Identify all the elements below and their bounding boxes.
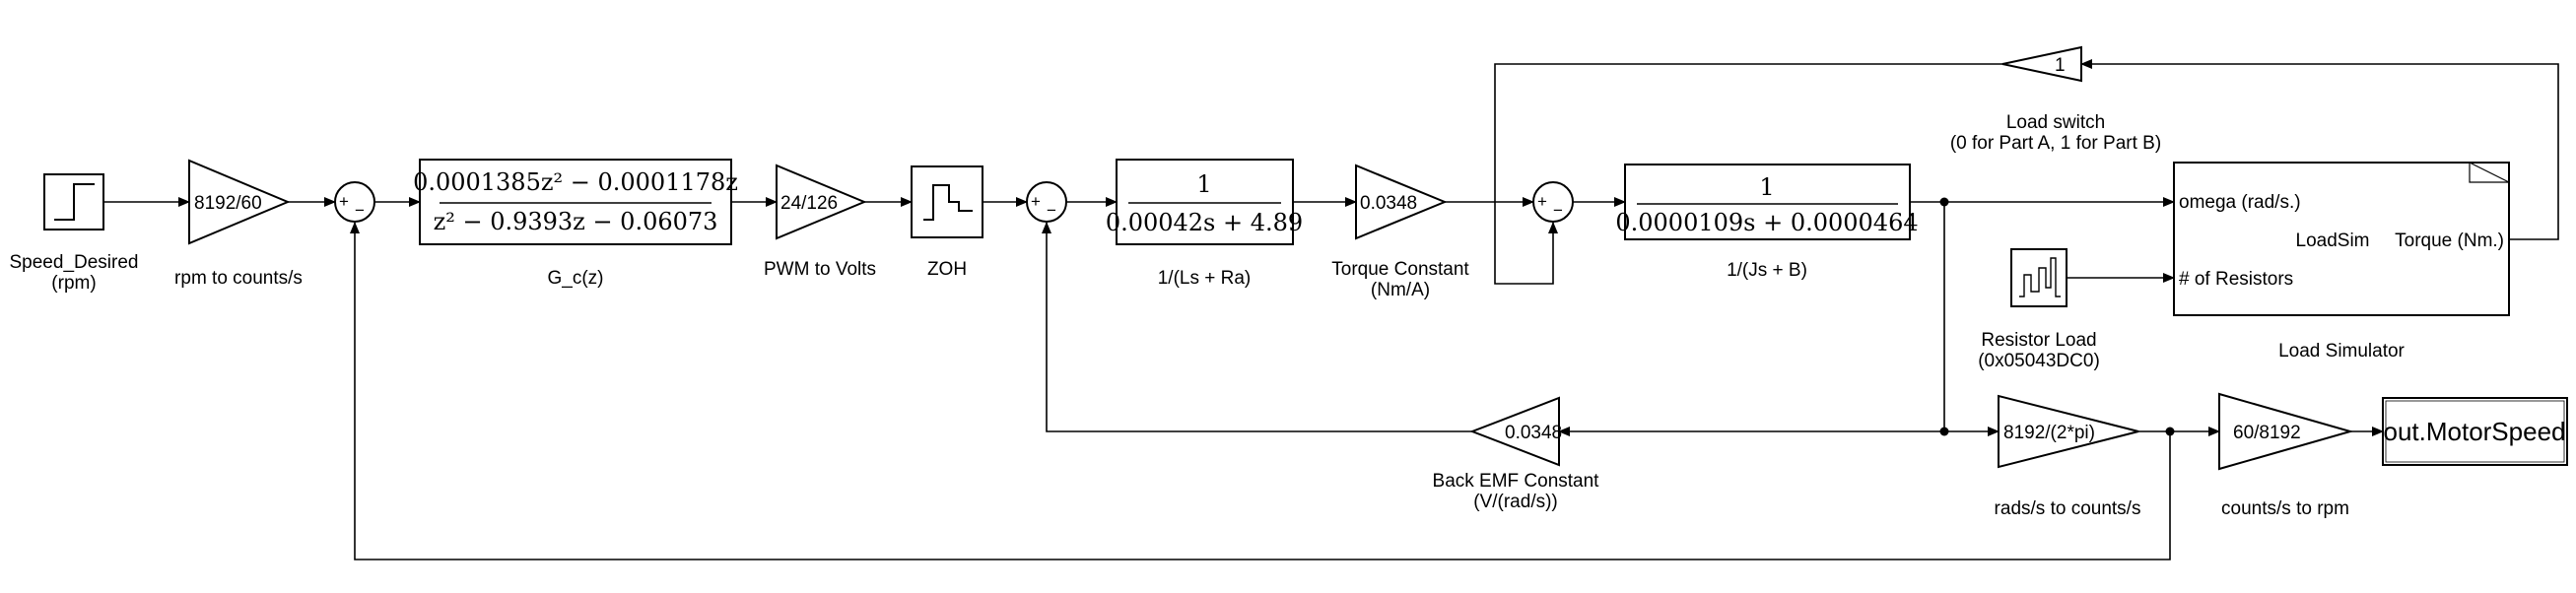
gain-rpm-value: 8192/60 (194, 193, 262, 214)
sum1-minus: − (355, 201, 365, 220)
sum-block-1[interactable]: + − (334, 181, 375, 223)
mechanical-numerator: 1 (1759, 173, 1774, 201)
loadsim-port-omega: omega (rad/s.) (2179, 192, 2301, 213)
zoh-label: ZOH (927, 259, 967, 280)
loadsim-port-resistors: # of Resistors (2179, 269, 2293, 290)
sum3-minus: − (1553, 201, 1563, 220)
wire-speed-feedback (350, 222, 2171, 560)
gain-load-switch[interactable]: 1 (2001, 45, 2082, 83)
rads-gain-label: rads/s to counts/s (1995, 498, 2141, 519)
gain-counts-to-rpm[interactable]: 60/8192 (2218, 392, 2354, 471)
gain-rpm-label: rpm to counts/s (174, 268, 303, 289)
back-emf-value: 0.0348 (1505, 423, 1562, 443)
sum-block-2[interactable]: + − (1026, 181, 1067, 223)
junction-dots (1939, 197, 2175, 436)
signal-lines (103, 59, 2559, 560)
rads-gain-value: 8192/(2*pi) (2003, 423, 2095, 443)
electrical-numerator: 1 (1196, 170, 1211, 198)
counts-gain-value: 60/8192 (2233, 423, 2301, 443)
wire-back-emf-to-sum2 (1042, 222, 1472, 432)
controller-label: G_c(z) (548, 268, 604, 289)
electrical-denominator: 0.00042s + 4.89 (1106, 209, 1303, 236)
step-icon (54, 183, 95, 221)
electrical-label: 1/(Ls + Ra) (1158, 268, 1252, 289)
mechanical-tf-block[interactable]: 1 0.0000109s + 0.0000464 (1615, 164, 1919, 240)
gain-rpm-to-counts[interactable]: 8192/60 (188, 159, 291, 245)
wire-switch-to-sum3 (1494, 63, 2002, 285)
sum3-plus: + (1537, 192, 1547, 211)
wire-omega-to-rads-gain (1943, 202, 2000, 436)
gain-torque-constant[interactable]: 0.0348 (1355, 164, 1448, 240)
resistor-label-id: (0x05043DC0) (1978, 351, 2100, 371)
torque-label: Torque Constant (1331, 259, 1469, 280)
gain-pwm-value: 24/126 (780, 193, 838, 214)
sum-block-3[interactable]: + − (1532, 181, 1574, 223)
controller-denominator: z² − 0.9393z − 0.06073 (434, 208, 718, 235)
gain-back-emf[interactable]: 0.0348 (1469, 396, 1562, 467)
sum2-plus: + (1031, 192, 1041, 211)
junction-omega-bottom (1939, 427, 1949, 436)
subsystem-corner-icon (2469, 162, 2510, 183)
signal-builder-icon (2019, 257, 2061, 297)
step-label: Speed_Desired (10, 252, 139, 273)
back-emf-label: Back EMF Constant (1433, 471, 1600, 492)
resistor-label: Resistor Load (1981, 330, 2096, 351)
torque-value: 0.0348 (1360, 193, 1417, 214)
zoh-block[interactable] (911, 165, 983, 238)
step-label-unit: (rpm) (51, 273, 96, 294)
junction-omega (1939, 197, 1949, 207)
wire-loadsim-to-switch (2080, 59, 2559, 240)
output-to-workspace-block[interactable]: out.MotorSpeed (2382, 397, 2568, 466)
output-variable-name: out.MotorSpeed (2383, 417, 2565, 446)
load-switch-value: 1 (2055, 55, 2066, 76)
loadsim-name: LoadSim (2296, 231, 2370, 251)
zoh-icon (923, 184, 973, 221)
loadsim-port-torque: Torque (Nm.) (2395, 231, 2504, 251)
load-simulator-block[interactable]: omega (rad/s.) # of Resistors Torque (Nm… (2173, 162, 2510, 316)
load-switch-label-note: (0 for Part A, 1 for Part B) (1950, 133, 2161, 154)
controller-block[interactable]: 0.0001385z² − 0.0001178z z² − 0.9393z − … (413, 159, 738, 245)
sum2-minus: − (1047, 201, 1056, 220)
mechanical-label: 1/(Js + B) (1727, 260, 1807, 281)
resistor-load-block[interactable] (2010, 248, 2068, 307)
torque-label-unit: (Nm/A) (1371, 280, 1430, 300)
back-emf-label-unit: (V/(rad/s)) (1473, 492, 1558, 512)
loadsim-label: Load Simulator (2278, 341, 2405, 362)
gain-pwm-label: PWM to Volts (764, 259, 876, 280)
controller-numerator: 0.0001385z² − 0.0001178z (413, 168, 738, 196)
counts-gain-label: counts/s to rpm (2221, 498, 2349, 519)
gain-pwm-to-volts[interactable]: 24/126 (776, 164, 867, 240)
step-block[interactable] (43, 173, 104, 231)
gain-rads-to-counts[interactable]: 8192/(2*pi) (1998, 394, 2139, 469)
electrical-tf-block[interactable]: 1 0.00042s + 4.89 (1106, 159, 1303, 245)
load-switch-label: Load switch (2006, 112, 2105, 133)
sum1-plus: + (339, 192, 349, 211)
junction-counts (2165, 427, 2175, 436)
mechanical-denominator: 0.0000109s + 0.0000464 (1615, 209, 1918, 236)
